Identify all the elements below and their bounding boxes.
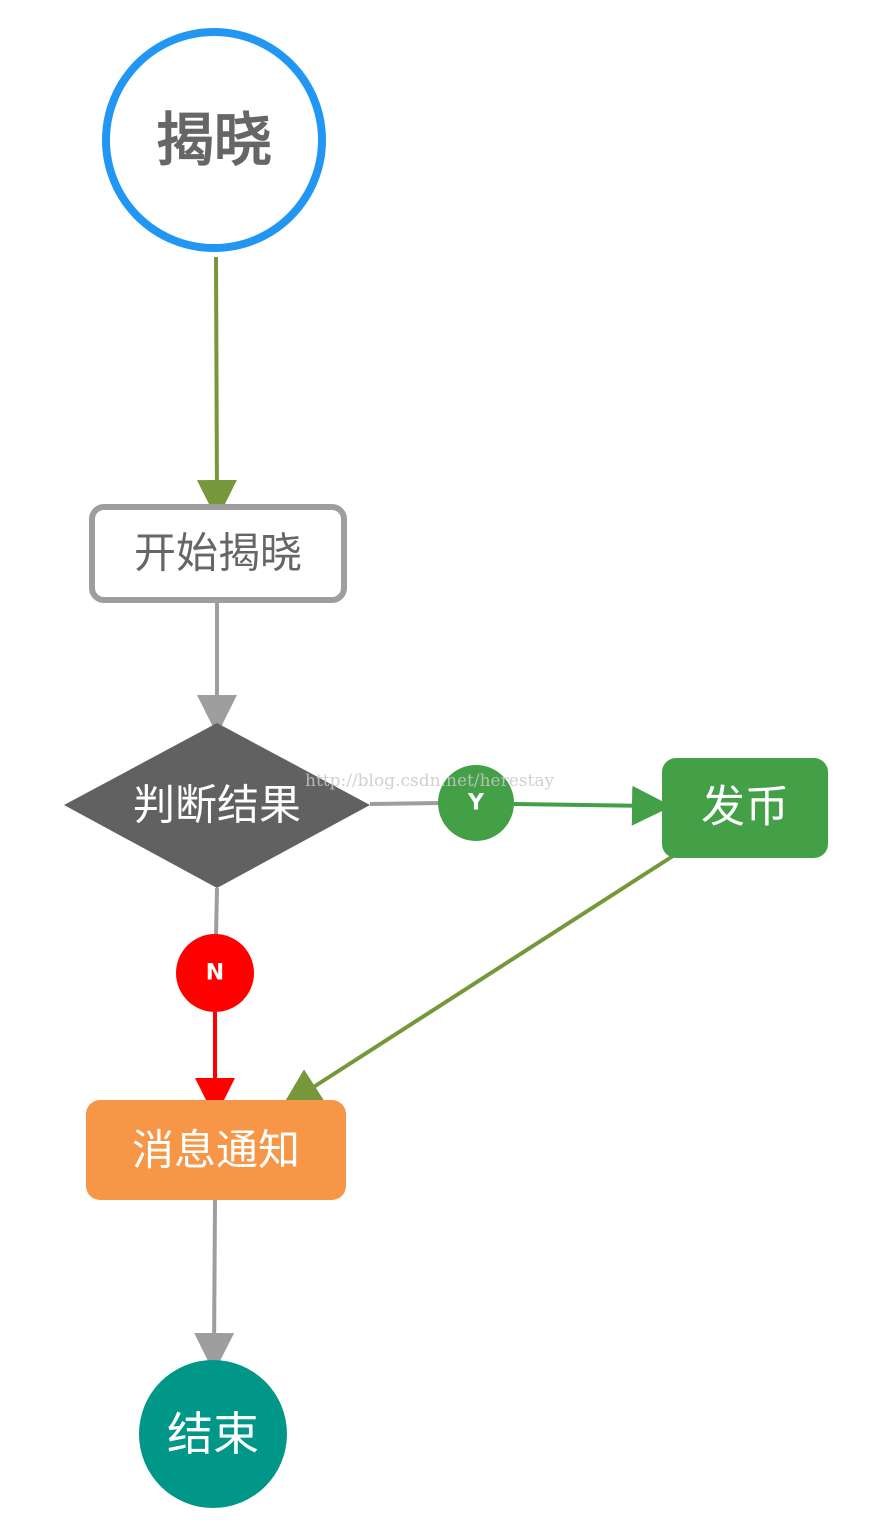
edge-decision-to-no <box>214 887 219 937</box>
begin-reveal-node: 开始揭晓 <box>89 504 347 603</box>
start-node-circle <box>102 28 326 252</box>
end-node-label: 结束 <box>167 1407 259 1461</box>
edge-start-to-begin <box>196 256 237 520</box>
edge-decision-to-yes <box>369 801 441 806</box>
begin-reveal-box <box>89 504 347 603</box>
decision-node: 判断结果 <box>64 723 370 888</box>
edge-issue-to-notify <box>281 854 675 1108</box>
issue-currency-label: 发币 <box>701 782 789 833</box>
begin-reveal-label: 开始揭晓 <box>134 529 302 578</box>
no-badge-circle <box>176 934 254 1012</box>
issue-currency-box <box>662 758 828 858</box>
issue-currency-node: 发币 <box>662 758 828 858</box>
yes-badge-circle <box>438 765 514 841</box>
notification-box <box>86 1100 346 1200</box>
decision-label: 判断结果 <box>133 781 301 830</box>
notification-node: 消息通知 <box>86 1100 346 1200</box>
yes-badge-label: Y <box>467 791 485 816</box>
edge-yes-to-issue <box>513 785 672 826</box>
decision-diamond <box>64 723 370 888</box>
edge-notify-to-end <box>194 1198 235 1373</box>
notification-label: 消息通知 <box>132 1126 300 1175</box>
no-badge-label: N <box>206 961 224 986</box>
watermark-text: http://blog.csdn.net/herestay <box>305 771 554 791</box>
no-badge: N <box>176 934 254 1012</box>
end-node-circle <box>139 1360 287 1508</box>
start-node: 揭晓 <box>102 28 326 252</box>
yes-badge: Y <box>438 765 514 841</box>
end-node: 结束 <box>139 1360 287 1508</box>
start-node-label: 揭晓 <box>156 106 272 174</box>
